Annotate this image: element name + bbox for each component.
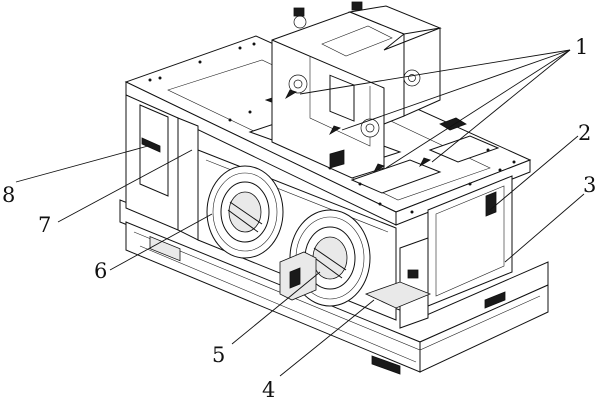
leader-lines	[15, 49, 585, 377]
hopper-box	[271, 1, 442, 179]
callout-1: 1	[575, 35, 588, 59]
callout-6: 6	[94, 259, 107, 283]
base-frame	[119, 199, 549, 375]
indicator-arrows	[285, 89, 431, 174]
callout-3: 3	[583, 173, 596, 197]
callout-8: 8	[2, 183, 15, 207]
callout-4: 4	[262, 378, 275, 402]
callout-7: 7	[38, 213, 51, 237]
left-side-plates	[125, 94, 199, 241]
callouts: 1 2 3 4 5 6 7 8	[2, 35, 596, 402]
lower-adjusting-parts	[279, 251, 432, 309]
bearing-seat-left	[206, 165, 284, 259]
callout-5: 5	[212, 343, 225, 367]
callout-2: 2	[578, 121, 591, 145]
